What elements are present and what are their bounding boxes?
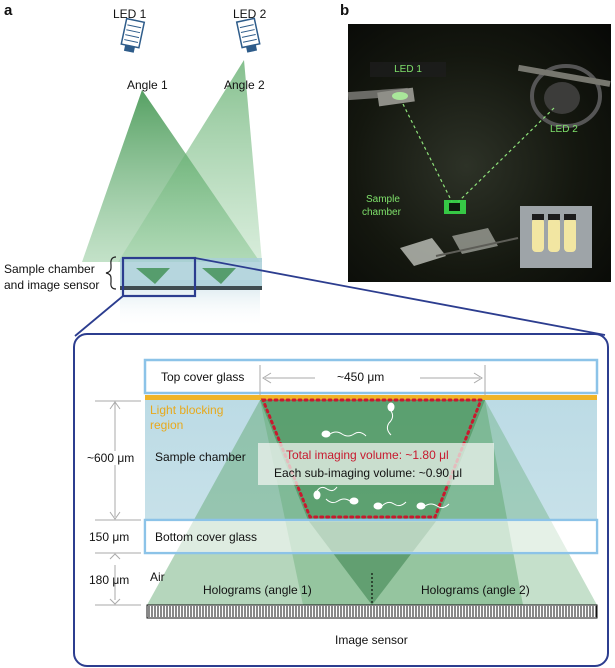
light-blocking-label-line2: region <box>150 418 184 432</box>
height-label: ~600 μm <box>87 451 135 465</box>
panel-a-letter: a <box>4 2 13 19</box>
top-cover-glass-label: Top cover glass <box>161 370 245 384</box>
top-cover-glass <box>143 358 599 395</box>
bottom-cover-glass-label: Bottom cover glass <box>155 530 258 544</box>
led1-label: LED 1 <box>113 7 147 21</box>
light-blocking-label-line1: Light blocking <box>150 403 224 417</box>
holograms-angle1-label: Holograms (angle 1) <box>203 583 312 597</box>
width-label: ~450 μm <box>337 370 385 384</box>
zoom-source-box <box>121 256 197 298</box>
chamber-brace <box>105 256 117 290</box>
photo-led1-tag: LED 1 <box>370 62 446 77</box>
bottom-thickness-label: 150 μm <box>89 530 130 544</box>
photo-led2-label: LED 2 <box>550 124 578 135</box>
image-sensor-label: Image sensor <box>335 633 408 647</box>
total-volume-label: Total imaging volume: ~1.80 μl <box>286 448 449 462</box>
sub-volume-label: Each sub-imaging volume: ~0.90 μl <box>274 466 463 480</box>
angle2-label: Angle 2 <box>224 78 265 92</box>
photo-chamber-line2: chamber <box>362 207 401 218</box>
led1-beam <box>82 90 260 262</box>
air-thickness-label: 180 μm <box>89 573 130 587</box>
chamber-block <box>120 258 262 288</box>
zoom-panel: Top cover glass ~450 μm Light blocking r… <box>73 333 609 667</box>
panel-b-letter: b <box>340 2 350 19</box>
setup-photo: LED 1 LED 2 Sample chamber <box>348 24 611 282</box>
air-label: Air <box>150 570 165 584</box>
light-blocking-bar <box>145 395 597 400</box>
photo-chamber-line1: Sample <box>366 194 400 205</box>
chamber-label-line1: Sample chamber <box>4 262 95 276</box>
led2-label: LED 2 <box>233 7 267 21</box>
led2-device <box>235 17 261 53</box>
chamber-label-line2: and image sensor <box>4 278 100 292</box>
holograms-angle2-label: Holograms (angle 2) <box>421 583 530 597</box>
sample-chamber-label: Sample chamber <box>155 450 246 464</box>
led1-device <box>120 17 146 53</box>
bottom-cover-glass <box>143 518 599 555</box>
angle1-label: Angle 1 <box>127 78 168 92</box>
